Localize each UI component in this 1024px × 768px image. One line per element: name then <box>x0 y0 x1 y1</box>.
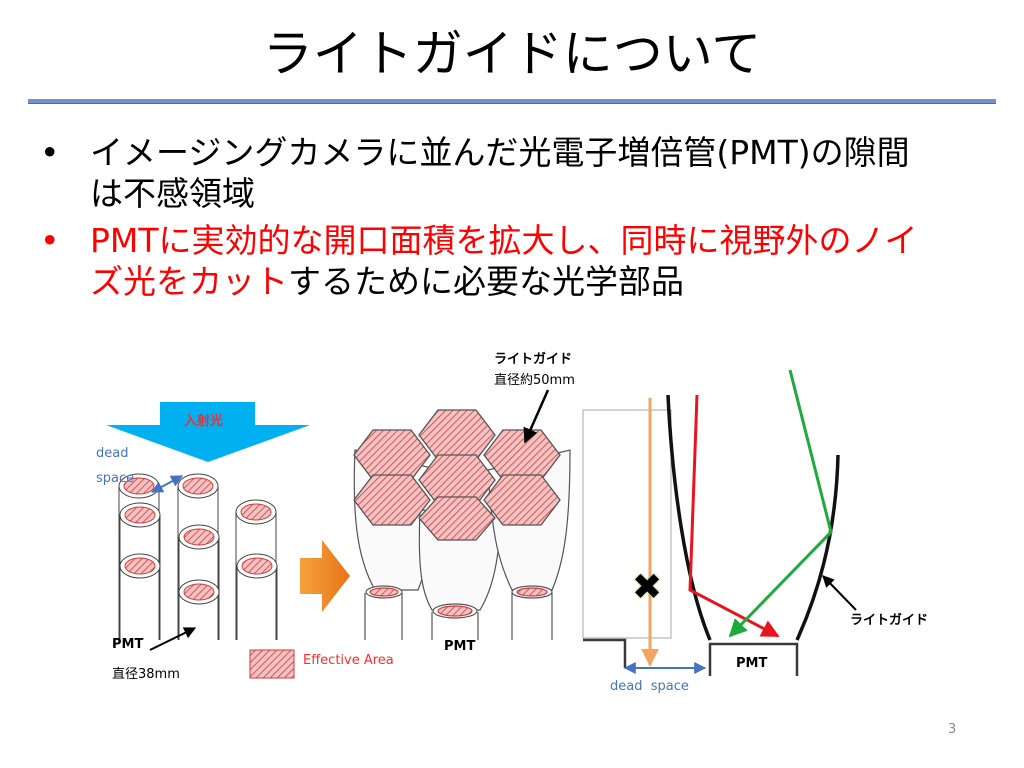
lightguide-right-pointer <box>822 575 857 611</box>
transition-arrow <box>300 540 350 612</box>
bullet-dot: • <box>40 133 60 172</box>
pmt-diameter-label: 直径38mm <box>112 667 180 682</box>
pmt-tube <box>118 473 160 640</box>
pmt-tube <box>236 553 278 640</box>
bullet-red-text: PMTに実効的な開口面積を拡大し、同時に視野外のノイズ光をカット <box>90 221 918 301</box>
pmt-tube <box>177 473 219 640</box>
incident-light-label: 入射光 <box>184 414 224 429</box>
pmt-tube <box>119 553 161 640</box>
dead-space-label-line2: space <box>96 471 135 486</box>
pmt-tube <box>178 579 220 640</box>
bullet-list: • イメージングカメラに並んだ光電子増倍管(PMT)の隙間は不感領域 • PMT… <box>36 132 936 308</box>
lightguide-diameter-label: 直径約50mm <box>494 373 575 388</box>
lightguide-pointer-arrow <box>523 389 550 444</box>
pmt-tube <box>235 499 277 640</box>
pmt-pointer-arrow <box>149 627 197 651</box>
incident-light-arrow <box>106 402 310 462</box>
pmt-housing <box>708 642 799 676</box>
dead-space-arrow <box>150 475 184 493</box>
bullet-black-text: するために必要な光学部品 <box>288 262 684 301</box>
hexagon-entrances <box>353 409 561 541</box>
lightguide-wall-right <box>795 454 840 641</box>
bullet-item: • イメージングカメラに並んだ光電子増倍管(PMT)の隙間は不感領域 <box>36 132 936 214</box>
bullet-item: • PMTに実効的な開口面積を拡大し、同時に視野外のノイズ光をカットするために必… <box>36 220 936 302</box>
effective-area-legend-label: Effective Area <box>303 653 394 668</box>
pmt-label-middle: PMT <box>444 639 476 654</box>
lightguide-label-middle: ライトガイド <box>494 352 573 367</box>
dead-space-label-line1: dead <box>96 446 129 461</box>
lightguide-wall-left <box>666 394 712 641</box>
lightguide-label-right: ライトガイド <box>850 613 929 628</box>
bullet-dot: • <box>40 221 60 260</box>
neighbor-lightguide-box <box>582 409 672 639</box>
pmt-label-left: PMT <box>112 637 144 652</box>
bullet-text: イメージングカメラに並んだ光電子増倍管(PMT)の隙間は不感領域 <box>90 133 910 213</box>
effective-area-legend-swatch <box>249 649 295 679</box>
blocked-light-mark: ✖ <box>632 567 663 608</box>
dead-space-label-right: dead space <box>610 679 689 694</box>
pmt-left-housing <box>583 638 627 668</box>
slide-number: 3 <box>948 722 957 737</box>
pmt-label-right: PMT <box>736 656 768 671</box>
title-divider <box>28 99 996 104</box>
reflected-ray-red <box>688 394 780 638</box>
slide-title: ライトガイドについて <box>262 25 762 83</box>
reflected-ray-green <box>728 369 833 638</box>
